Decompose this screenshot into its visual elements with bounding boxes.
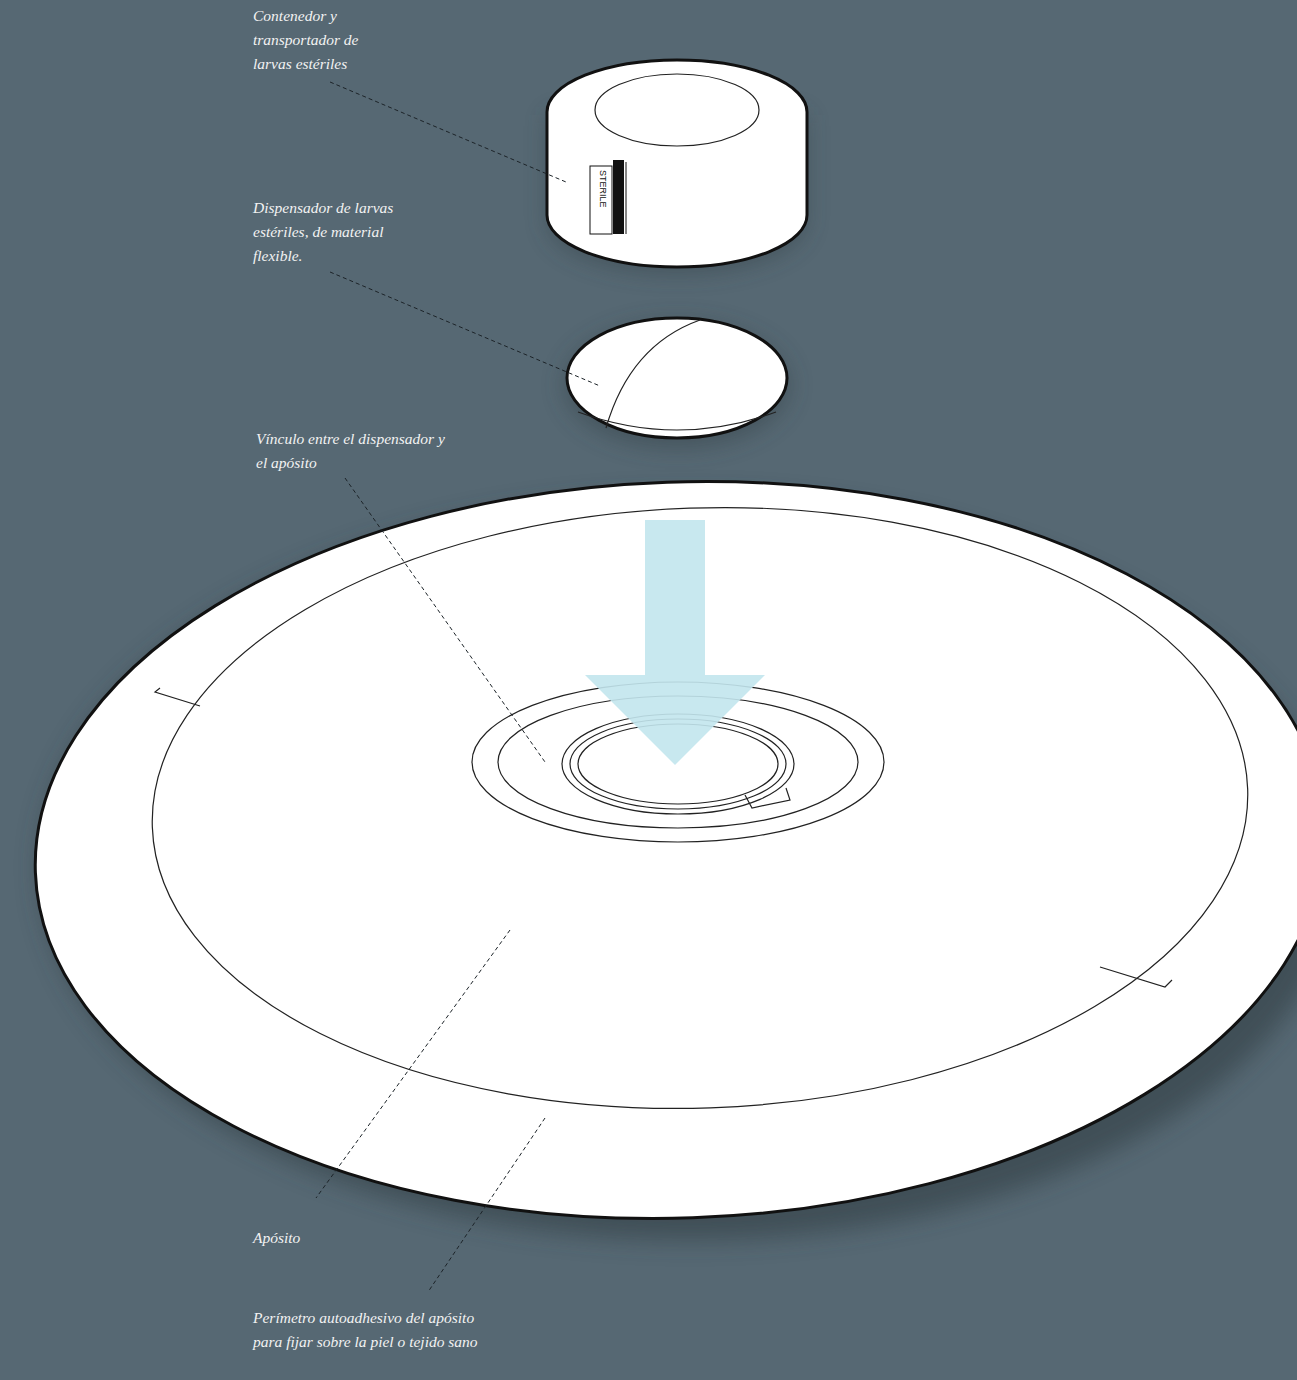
- callout-label: Vínculo entre el dispensador y el apósit…: [256, 427, 446, 475]
- leader-lines: [316, 82, 600, 1292]
- dispenser-dome: [565, 318, 789, 447]
- dressing: [23, 460, 1297, 1241]
- callout-label: Dispensador de larvas estériles, de mate…: [253, 196, 401, 268]
- callout-label: Contenedor y transportador de larvas est…: [253, 4, 388, 76]
- larvae-container: [547, 60, 807, 272]
- adhesive-perimeter-line: [142, 489, 1258, 1127]
- sterile-mark: STERILE: [597, 170, 609, 208]
- callout-label: Apósito: [253, 1226, 373, 1250]
- callout-label: Perímetro autoadhesivo del apósito para …: [253, 1306, 498, 1354]
- insertion-arrow: [585, 520, 765, 765]
